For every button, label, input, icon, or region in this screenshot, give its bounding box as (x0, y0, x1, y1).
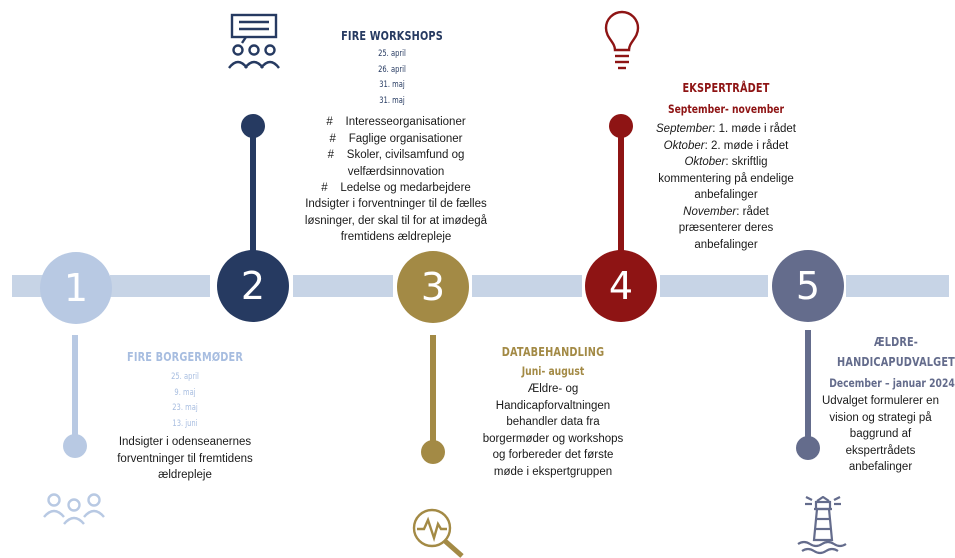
participant-item: velfærdsinnovation (347, 165, 445, 178)
step-3-dot (421, 440, 445, 464)
step-1-description: Indsigter i odenseanernes forventninger … (117, 436, 253, 481)
step-4-period: September- november (667, 102, 785, 116)
step-3-circle: 3 (397, 251, 469, 323)
participant-item: # Faglige organisationer (329, 132, 463, 145)
lighthouse-icon (797, 496, 847, 555)
step-3-title: DATABEHANDLING (501, 344, 605, 359)
step-5-period: December – januar 2024 (829, 376, 955, 390)
participant-item: # Ledelse og medarbejdere (321, 182, 471, 194)
step-5-description: Udvalget formulerer en vision og strateg… (822, 395, 939, 473)
step-3-period: Juni- august (521, 364, 585, 378)
timeline-bar-segment (660, 275, 768, 297)
step-2-connector (250, 134, 256, 252)
step-1-dot (63, 434, 87, 458)
step-4-dot (609, 114, 633, 138)
participant-item: # Interesseorganisationer (326, 116, 466, 128)
step-1-connector (72, 335, 78, 435)
step-1-title: FIRE BORGERMØDER (126, 349, 244, 364)
step-5-connector (805, 330, 811, 440)
step-4-connector (618, 134, 624, 252)
people-group-icon (43, 493, 105, 525)
timeline-bar-segment (110, 275, 210, 297)
step-2-description: Indsigter i forventninger til de fælles … (304, 198, 488, 243)
step-2-title: FIRE WORKSHOPS (341, 28, 443, 43)
presentation-icon (228, 13, 280, 69)
step-3-description: Ældre- og Handicapforvaltningen behandle… (482, 383, 624, 478)
timeline-bar-segment (472, 275, 582, 297)
step-4-title: EKSPERTRÅDET (682, 80, 770, 95)
step-1-dates: 25. april 9. maj 23. maj 13. juni (171, 372, 199, 429)
step-2-participants: # Interesseorganisationer # Faglige orga… (296, 114, 496, 197)
step-2-dates: 25. april 26. april 31. maj 31. maj (378, 49, 406, 106)
step-3-connector (430, 335, 436, 441)
step-4-circle: 4 (585, 250, 657, 322)
step-4-description: September: 1. møde i rådet Oktober: 2. m… (656, 123, 796, 251)
participant-item: # Skoler, civilsamfund og (327, 149, 465, 161)
timeline-bar-segment (293, 275, 393, 297)
timeline-bar-segment (846, 275, 949, 297)
lightbulb-icon (604, 10, 640, 70)
step-2-circle: 2 (217, 250, 289, 322)
step-5-title: ÆLDRE- HANDICAPUDVALGET (837, 334, 955, 369)
step-5-dot (796, 436, 820, 460)
step-1-circle: 1 (40, 252, 112, 324)
data-analysis-icon (412, 508, 464, 558)
step-5-circle: 5 (772, 250, 844, 322)
step-2-dot (241, 114, 265, 138)
